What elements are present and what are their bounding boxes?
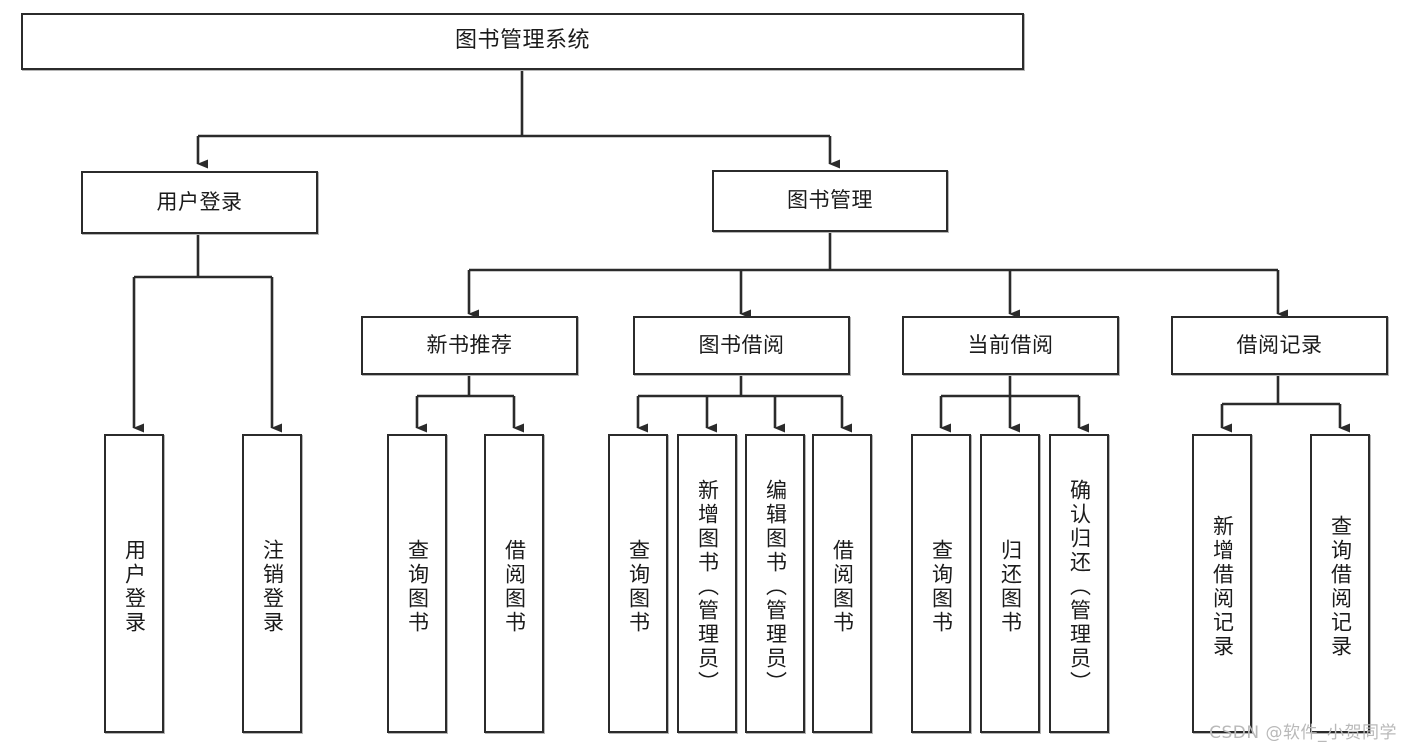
leaf-current-borrow-return[interactable]: 归还图书	[980, 434, 1040, 733]
leaf-book-borrow-query-label: 查询图书	[626, 538, 651, 635]
node-user-login[interactable]: 用户登录	[81, 171, 318, 234]
leaf-user-login-login-label: 用户登录	[122, 538, 147, 635]
leaf-new-book-query[interactable]: 查询图书	[387, 434, 447, 733]
node-root-system[interactable]: 图书管理系统	[21, 13, 1024, 70]
node-root-system-label: 图书管理系统	[454, 28, 590, 54]
leaf-new-book-borrow[interactable]: 借阅图书	[484, 434, 544, 733]
leaf-current-borrow-confirm-return[interactable]: 确认归还（管理员）	[1049, 434, 1109, 733]
node-borrow-record[interactable]: 借阅记录	[1171, 316, 1388, 375]
leaf-user-login-login[interactable]: 用户登录	[104, 434, 164, 733]
leaf-book-borrow-edit[interactable]: 编辑图书（管理员）	[745, 434, 805, 733]
csdn-watermark: CSDN @软件_小贺同学	[1209, 723, 1397, 743]
leaf-current-borrow-return-label: 归还图书	[998, 538, 1023, 635]
leaf-borrow-record-add-label: 新增借阅记录	[1210, 514, 1235, 659]
leaf-book-borrow-borrow-label: 借阅图书	[830, 538, 855, 635]
leaf-current-borrow-query-label: 查询图书	[929, 538, 954, 635]
leaf-new-book-query-label: 查询图书	[405, 538, 430, 635]
leaf-borrow-record-query[interactable]: 查询借阅记录	[1310, 434, 1370, 733]
leaf-user-login-logout-label: 注销登录	[260, 538, 285, 635]
node-book-manage[interactable]: 图书管理	[712, 170, 948, 232]
leaf-book-borrow-add[interactable]: 新增图书（管理员）	[677, 434, 737, 733]
node-user-login-label: 用户登录	[156, 189, 243, 214]
node-new-book-recommend[interactable]: 新书推荐	[361, 316, 578, 375]
node-current-borrow[interactable]: 当前借阅	[902, 316, 1119, 375]
node-current-borrow-label: 当前借阅	[967, 332, 1054, 357]
leaf-current-borrow-query[interactable]: 查询图书	[911, 434, 971, 733]
node-borrow-record-label: 借阅记录	[1236, 332, 1323, 357]
node-book-borrow-label: 图书借阅	[698, 332, 785, 357]
leaf-book-borrow-borrow[interactable]: 借阅图书	[812, 434, 872, 733]
leaf-book-borrow-query[interactable]: 查询图书	[608, 434, 668, 733]
node-new-book-recommend-label: 新书推荐	[426, 332, 513, 357]
node-book-manage-label: 图书管理	[787, 188, 873, 213]
leaf-current-borrow-confirm-return-label: 确认归还（管理员）	[1067, 478, 1092, 695]
leaf-borrow-record-add[interactable]: 新增借阅记录	[1192, 434, 1252, 733]
leaf-user-login-logout[interactable]: 注销登录	[242, 434, 302, 733]
leaf-borrow-record-query-label: 查询借阅记录	[1328, 514, 1353, 659]
leaf-new-book-borrow-label: 借阅图书	[502, 538, 527, 635]
node-book-borrow[interactable]: 图书借阅	[633, 316, 850, 375]
leaf-book-borrow-edit-label: 编辑图书（管理员）	[763, 478, 788, 695]
leaf-book-borrow-add-label: 新增图书（管理员）	[695, 478, 720, 695]
